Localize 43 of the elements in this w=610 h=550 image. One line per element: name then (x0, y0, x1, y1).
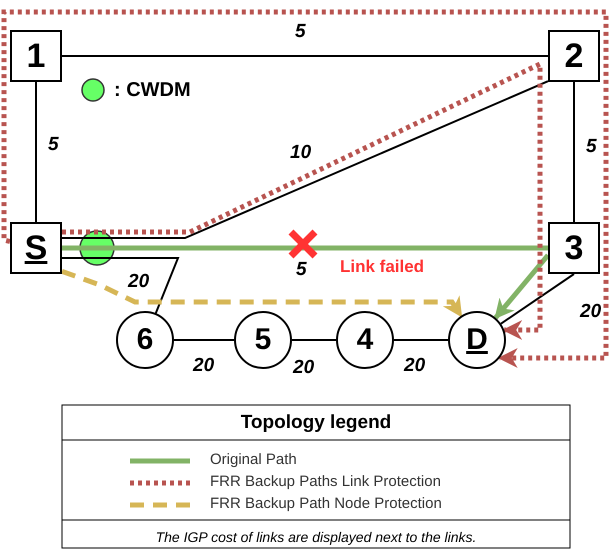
legend-text: FRR Backup Path Node Protection (210, 496, 442, 512)
link-line (394, 339, 448, 341)
legend-note: The IGP cost of links are displayed next to the links. (156, 530, 476, 546)
link-line (174, 339, 234, 341)
router-box (548, 30, 600, 82)
legend-text: : CWDM (114, 79, 191, 101)
router-box (10, 222, 62, 274)
node-label: 3 (564, 231, 584, 265)
link-cost: 5 (586, 137, 597, 156)
link-cost: 20 (293, 358, 314, 377)
link-cost: 20 (580, 302, 602, 321)
legend-text: Original Path (210, 452, 297, 468)
link-cost: 5 (295, 22, 306, 41)
legend-title: Topology legend (240, 413, 392, 434)
link-cost: 5 (296, 260, 307, 279)
legend-text: FRR Backup Paths Link Protection (210, 474, 441, 490)
node-label: 6 (136, 325, 154, 355)
node-label: 1 (26, 39, 46, 73)
link-line (62, 80, 548, 239)
link-cost: 20 (128, 272, 150, 291)
path-arrow (61, 269, 464, 318)
node-label: D (466, 325, 488, 355)
link-line (500, 273, 575, 325)
link-cost: 20 (404, 356, 426, 375)
node-label: 4 (356, 325, 374, 355)
link-cost: 5 (48, 135, 59, 154)
failure-note: Link failed (340, 258, 424, 277)
node-label: S (24, 231, 48, 265)
node-label: 5 (254, 325, 272, 355)
link-line (62, 246, 548, 250)
router-box (10, 30, 62, 82)
link-cost: 10 (290, 143, 312, 162)
link-cost: 20 (193, 356, 214, 375)
link-line (573, 82, 575, 222)
router-box (548, 222, 600, 274)
path-arrow (2, 10, 608, 368)
path-arrow (62, 60, 542, 340)
link-line (35, 82, 37, 222)
link-line (292, 339, 336, 341)
link-line (62, 257, 180, 314)
path-arrow (494, 254, 550, 320)
node-label: 2 (564, 39, 584, 73)
link-line (62, 55, 548, 57)
